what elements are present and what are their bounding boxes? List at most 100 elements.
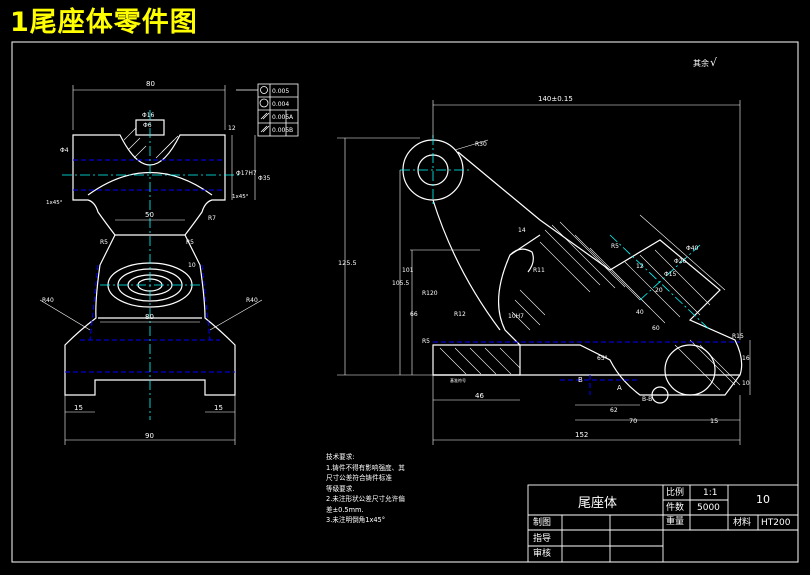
tb-count-label: 件数 xyxy=(666,503,685,513)
dim-r12: R12 xyxy=(454,311,466,318)
tol-datum-4: B xyxy=(289,127,293,134)
dim-r10: 10 xyxy=(188,262,196,269)
side-view xyxy=(402,139,743,404)
dim-chamfer: 1x45° xyxy=(46,200,63,206)
tb-scale-label: 比例 xyxy=(666,488,685,498)
dim-h105: 105.5 xyxy=(392,280,409,287)
dim-d60: 60 xyxy=(652,325,660,332)
side-base-left xyxy=(432,344,521,376)
dim-r40-left: R40 xyxy=(42,297,54,304)
tol-value-3: 0.005 xyxy=(272,114,289,121)
dim-fillet-h: Φ17H7 xyxy=(236,170,257,177)
tb-material-value: HT200 xyxy=(761,518,791,528)
section-label: B-B xyxy=(642,396,652,403)
dim-r15: R15 xyxy=(732,333,744,340)
dim-r11: R11 xyxy=(533,267,545,274)
dim-angle: 65° xyxy=(597,355,608,362)
dim-small-dia: Φ4 xyxy=(60,147,69,154)
tb-guide-label: 指导 xyxy=(533,534,552,544)
datum-a-label: A xyxy=(617,384,622,392)
dim-r7: R7 xyxy=(208,215,216,222)
tech-notes-title: 技术要求: xyxy=(326,453,355,461)
tol-datum-3: A xyxy=(289,114,294,121)
side-arm-outline xyxy=(457,151,743,396)
dim-r30: R30 xyxy=(475,141,487,148)
front-outline xyxy=(64,134,236,396)
base-note: 基准符号 xyxy=(450,377,466,383)
title-block xyxy=(527,484,799,563)
tech-note-line: 等级要求. xyxy=(326,484,355,493)
dim-r5-left: R5 xyxy=(100,239,108,246)
side-hidden-lines xyxy=(433,341,740,395)
tb-scale-value: 1:1 xyxy=(703,488,718,498)
dim-side-h: Φ35 xyxy=(258,175,271,182)
front-dim-lines xyxy=(39,85,263,445)
dim-w46: 46 xyxy=(475,392,484,400)
dim-r5-top: R5 xyxy=(611,243,619,250)
drawing-border xyxy=(11,41,799,563)
tb-drawn-label: 制图 xyxy=(533,518,552,528)
dim-neck-width: 50 xyxy=(145,211,154,219)
dim-top-length: 140±0.15 xyxy=(538,95,573,103)
side-dim-lines xyxy=(337,100,751,445)
dim-h125: 125.5 xyxy=(338,259,357,267)
dim-foot-right: 15 xyxy=(214,404,223,412)
datum-b-label: B xyxy=(578,376,583,384)
dim-w62: 62 xyxy=(610,407,618,414)
tb-count-value: 5000 xyxy=(697,503,720,513)
dim-d12: 12 xyxy=(636,263,644,270)
dim-r5-left: R5 xyxy=(422,338,430,345)
dim-d40b: 40 xyxy=(636,309,644,316)
dim-d20: 20 xyxy=(655,287,663,294)
tech-notes: 技术要求: 1.铸件不得有影响强度、其 尺寸公差符合铸件标准 等级要求. 2.未… xyxy=(326,452,446,526)
tech-note-line: 尺寸公差符合铸件标准 xyxy=(326,474,392,482)
dim-slot-width: Φ6 xyxy=(143,122,152,129)
dim-slot-depth: 12 xyxy=(228,125,236,132)
roughness-note: 其余 xyxy=(693,58,709,68)
page-title: 1尾座体零件图 xyxy=(10,7,198,38)
side-left-curve xyxy=(432,199,501,331)
side-small-arc xyxy=(509,248,534,273)
tb-weight-label: 重量 xyxy=(666,517,685,527)
tech-note-line: 2.未注形状公差尺寸允许偏 xyxy=(326,495,405,503)
front-hatch xyxy=(123,127,179,159)
datum-circle xyxy=(651,386,669,404)
dim-chamfer-r: 1x45° xyxy=(232,194,249,200)
tolerance-frame xyxy=(236,83,299,137)
dim-d15: Φ15 xyxy=(664,271,677,278)
tol-value-4: 0.005 xyxy=(272,127,289,134)
tb-review-label: 审核 xyxy=(533,549,552,559)
dim-top-width: 80 xyxy=(146,80,155,88)
dim-foot-left: 15 xyxy=(74,404,83,412)
dim-d26: Φ26 xyxy=(674,258,687,265)
roughness-symbol: √ xyxy=(710,56,718,69)
front-centerlines xyxy=(62,110,240,420)
tb-part-name: 尾座体 xyxy=(578,496,618,511)
tb-drawing-no: 10 xyxy=(756,493,770,506)
dim-bore-dia: Φ16 xyxy=(142,112,155,119)
dim-h16: 16 xyxy=(742,355,750,362)
dim-r40-right: R40 xyxy=(246,297,258,304)
dim-mid-width: 80 xyxy=(145,313,154,321)
tech-note-line: 1.铸件不得有影响强度、其 xyxy=(326,463,405,472)
dim-base-width: 90 xyxy=(145,432,154,440)
dim-h101: 101 xyxy=(402,267,414,274)
tol-value-1: 0.005 xyxy=(272,88,289,95)
right-boss xyxy=(664,344,716,396)
dim-w70: 70 xyxy=(629,417,637,425)
tech-note-line: 3.未注明倒角1x45° xyxy=(326,516,386,524)
side-centerlines xyxy=(400,135,711,331)
tol-value-2: 0.004 xyxy=(272,101,289,108)
tech-note-line: 差±0.5mm. xyxy=(326,505,364,514)
tb-material-label: 材料 xyxy=(733,518,752,528)
dim-w152: 152 xyxy=(575,431,588,439)
side-hatch xyxy=(439,221,741,391)
dim-r120: R120 xyxy=(422,290,438,297)
dim-10h7: 10H7 xyxy=(508,313,524,320)
dim-14: 14 xyxy=(518,227,526,234)
dim-h66: 66 xyxy=(410,311,418,318)
dim-h10: 10 xyxy=(742,380,750,387)
dim-r5-right: R5 xyxy=(186,239,194,246)
